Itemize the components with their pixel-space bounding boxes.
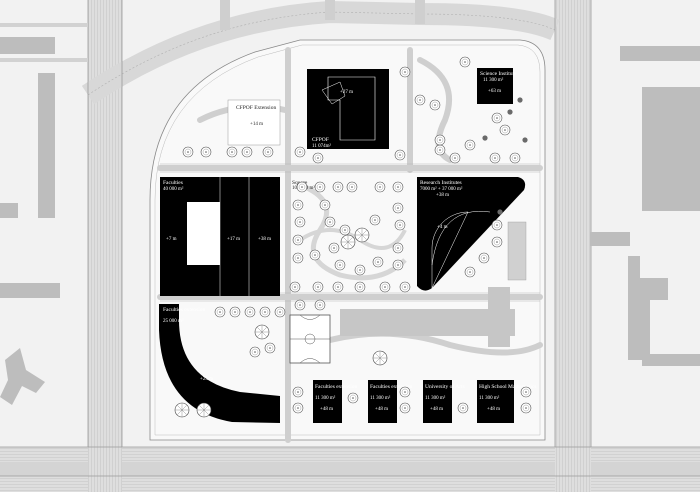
building-faculties-extension-curve[interactable]: Faculties extension 25 000 m² +25 m xyxy=(159,304,280,423)
research-institutes-height-1: +38 m xyxy=(436,193,449,198)
cfpof-name: CFPOF xyxy=(312,137,329,143)
university-of-arts-area: 11 300 m² xyxy=(425,395,446,401)
building-faculties-extension-2[interactable]: Faculties extension 11 300 m² +48 m xyxy=(368,380,413,423)
faculties-height-1: +7 m xyxy=(166,237,177,242)
science-institute-area: 11 300 m² xyxy=(483,77,504,83)
university-of-arts-name: University of Arts xyxy=(425,383,465,390)
faculties-extension-1-name: Faculties extension xyxy=(315,384,358,390)
cfpof-area: 11 074m² xyxy=(312,143,331,149)
faculties-extension-2-area: 11 300 m² xyxy=(370,395,391,401)
faculties-area: 40 000 m² xyxy=(163,186,184,192)
long-slab-building xyxy=(340,309,515,336)
building-faculties[interactable]: Faculties 40 000 m² +7 m +17 m +38 m xyxy=(160,177,280,296)
cfpof-extension-name: CFPOF Extension xyxy=(236,105,276,111)
building-cfpof-extension[interactable]: CFPOF Extension +14 m xyxy=(236,105,276,127)
building-faculties-extension-1[interactable]: Faculties extension 11 300 m² +48 m xyxy=(313,380,358,423)
cfpof-height: +27 m xyxy=(340,90,353,95)
research-institutes-name: Research Institutes xyxy=(420,180,462,186)
faculties-extension-2-height: +48 m xyxy=(375,407,388,412)
high-school-mathematics-name: High School Mathematics xyxy=(479,384,536,390)
research-institutes-height-2: +4 m xyxy=(437,225,448,230)
faculties-extension-curve-height: +25 m xyxy=(200,377,213,382)
building-cfpof[interactable]: +27 m CFPOF 11 074m² xyxy=(307,69,389,149)
building-research-institutes[interactable]: Research Institutes 7000 m² + 37 000 m² … xyxy=(417,177,526,291)
building-high-school-mathematics[interactable]: High School Mathematics 11 300 m² +48 m xyxy=(477,380,536,423)
faculties-extension-1-area: 11 300 m² xyxy=(315,395,336,401)
faculties-name: Faculties xyxy=(163,180,183,186)
high-school-mathematics-area: 11 300 m² xyxy=(479,395,500,401)
faculties-extension-2-name: Faculties extension xyxy=(370,384,413,390)
faculties-extension-curve-area: 25 000 m² xyxy=(163,318,184,324)
faculties-extension-curve-name: Faculties extension xyxy=(163,307,206,313)
neighbor-buildings xyxy=(0,37,700,405)
high-school-mathematics-height: +48 m xyxy=(487,407,500,412)
faculties-height-3: +38 m xyxy=(258,237,271,242)
faculties-height-2: +17 m xyxy=(227,237,240,242)
building-university-of-arts[interactable]: University of Arts 11 300 m² +48 m xyxy=(423,380,465,423)
building-science-institute[interactable]: Science Institute 11 300 m² +63 m xyxy=(477,68,517,104)
science-institute-name: Science Institute xyxy=(480,71,517,77)
university-of-arts-height: +48 m xyxy=(430,407,443,412)
faculties-extension-1-height: +48 m xyxy=(320,407,333,412)
cfpof-extension-footprint xyxy=(227,99,281,146)
science-institute-height: +63 m xyxy=(488,89,501,94)
research-institutes-area: 7000 m² + 37 000 m² xyxy=(420,186,463,192)
cfpof-extension-height: +14 m xyxy=(250,122,263,127)
